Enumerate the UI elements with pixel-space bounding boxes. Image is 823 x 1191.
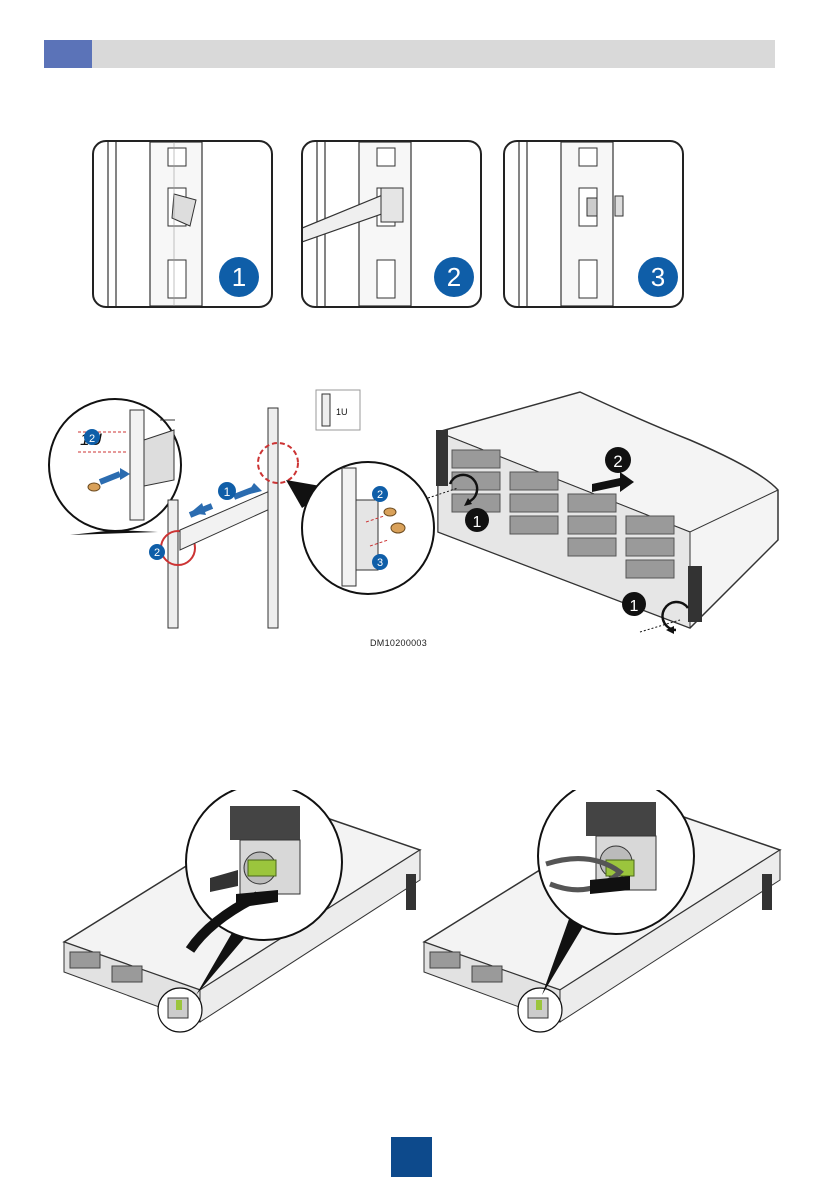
server-chassis <box>436 392 778 628</box>
svg-text:1: 1 <box>473 514 482 531</box>
section-header-tab <box>44 40 92 68</box>
svg-text:3: 3 <box>651 262 665 292</box>
svg-text:1: 1 <box>630 598 639 615</box>
svg-text:1: 1 <box>232 262 246 292</box>
svg-text:2: 2 <box>447 262 461 292</box>
step-badge-1: 1 <box>218 256 260 298</box>
step-badge-2: 2 <box>433 256 475 298</box>
step-panel-3: 3 <box>503 140 684 308</box>
svg-text:3: 3 <box>377 557 383 569</box>
rail-installation-diagram: 1U 2 2 1 1U 2 3 <box>40 380 790 655</box>
svg-text:2: 2 <box>613 452 622 471</box>
right-rack-post <box>268 408 278 628</box>
step-panel-1: 1 <box>92 140 273 308</box>
power-cable-connect-illustration <box>60 790 430 1050</box>
left-zoom-callout: 1U 2 <box>49 399 181 535</box>
svg-text:2: 2 <box>377 489 383 501</box>
step-panel-2: 2 <box>301 140 482 308</box>
diagram-code: DM10200003 <box>370 638 427 648</box>
svg-text:2: 2 <box>154 547 160 559</box>
svg-text:1: 1 <box>224 485 231 499</box>
page-number-box <box>391 1137 432 1177</box>
power-cable-secure-illustration <box>420 790 790 1050</box>
section-header-bar <box>44 40 775 68</box>
step-badge-3: 3 <box>637 256 679 298</box>
right-zoom-callout: 2 3 <box>286 462 434 594</box>
svg-text:1U: 1U <box>336 407 348 417</box>
svg-text:2: 2 <box>89 433 95 445</box>
